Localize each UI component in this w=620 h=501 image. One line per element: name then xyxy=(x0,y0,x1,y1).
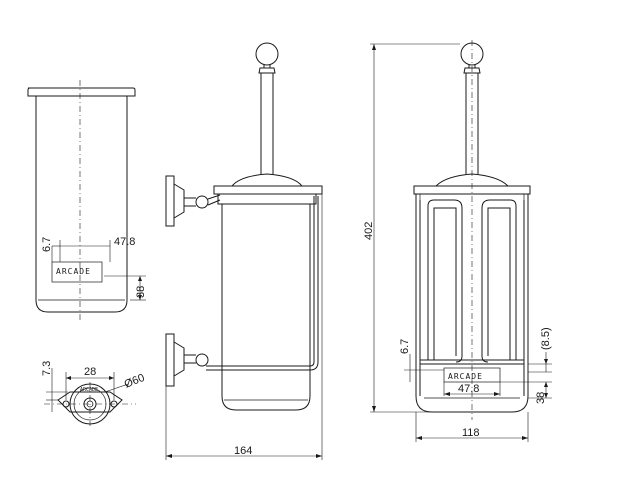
dim-front-width: 118 xyxy=(462,427,480,439)
cup-brand-text: ARCADE xyxy=(56,267,91,276)
front-view: 402 ARCADE 6.7 xyxy=(363,40,552,442)
dim-front-offset: 6.7 xyxy=(399,339,411,354)
dim-plate-holes: 28 xyxy=(84,366,96,378)
dim-total-depth: 164 xyxy=(234,445,252,457)
dim-front-base: 38 xyxy=(535,392,547,404)
dim-cup-width: 47.8 xyxy=(114,236,135,248)
side-view: 164 xyxy=(165,42,323,460)
dim-cup-base: 38 xyxy=(135,286,147,298)
wall-plate-view: ARCADE 7.3 28 Ø60 xyxy=(41,361,146,426)
dim-plate-offset: 7.3 xyxy=(41,361,53,376)
dim-front-cup-width: 47.8 xyxy=(458,383,479,395)
plate-brand-text: ARCADE xyxy=(80,387,98,393)
front-brand-text: ARCADE xyxy=(448,372,483,381)
dim-plate-diameter: Ø60 xyxy=(123,372,147,391)
glass-cup-view: ARCADE 6.7 47.8 38 xyxy=(27,80,147,320)
dim-total-height: 402 xyxy=(363,222,375,240)
dim-front-gap: (8.5) xyxy=(540,327,552,350)
dim-cup-offset: 6.7 xyxy=(41,237,53,252)
